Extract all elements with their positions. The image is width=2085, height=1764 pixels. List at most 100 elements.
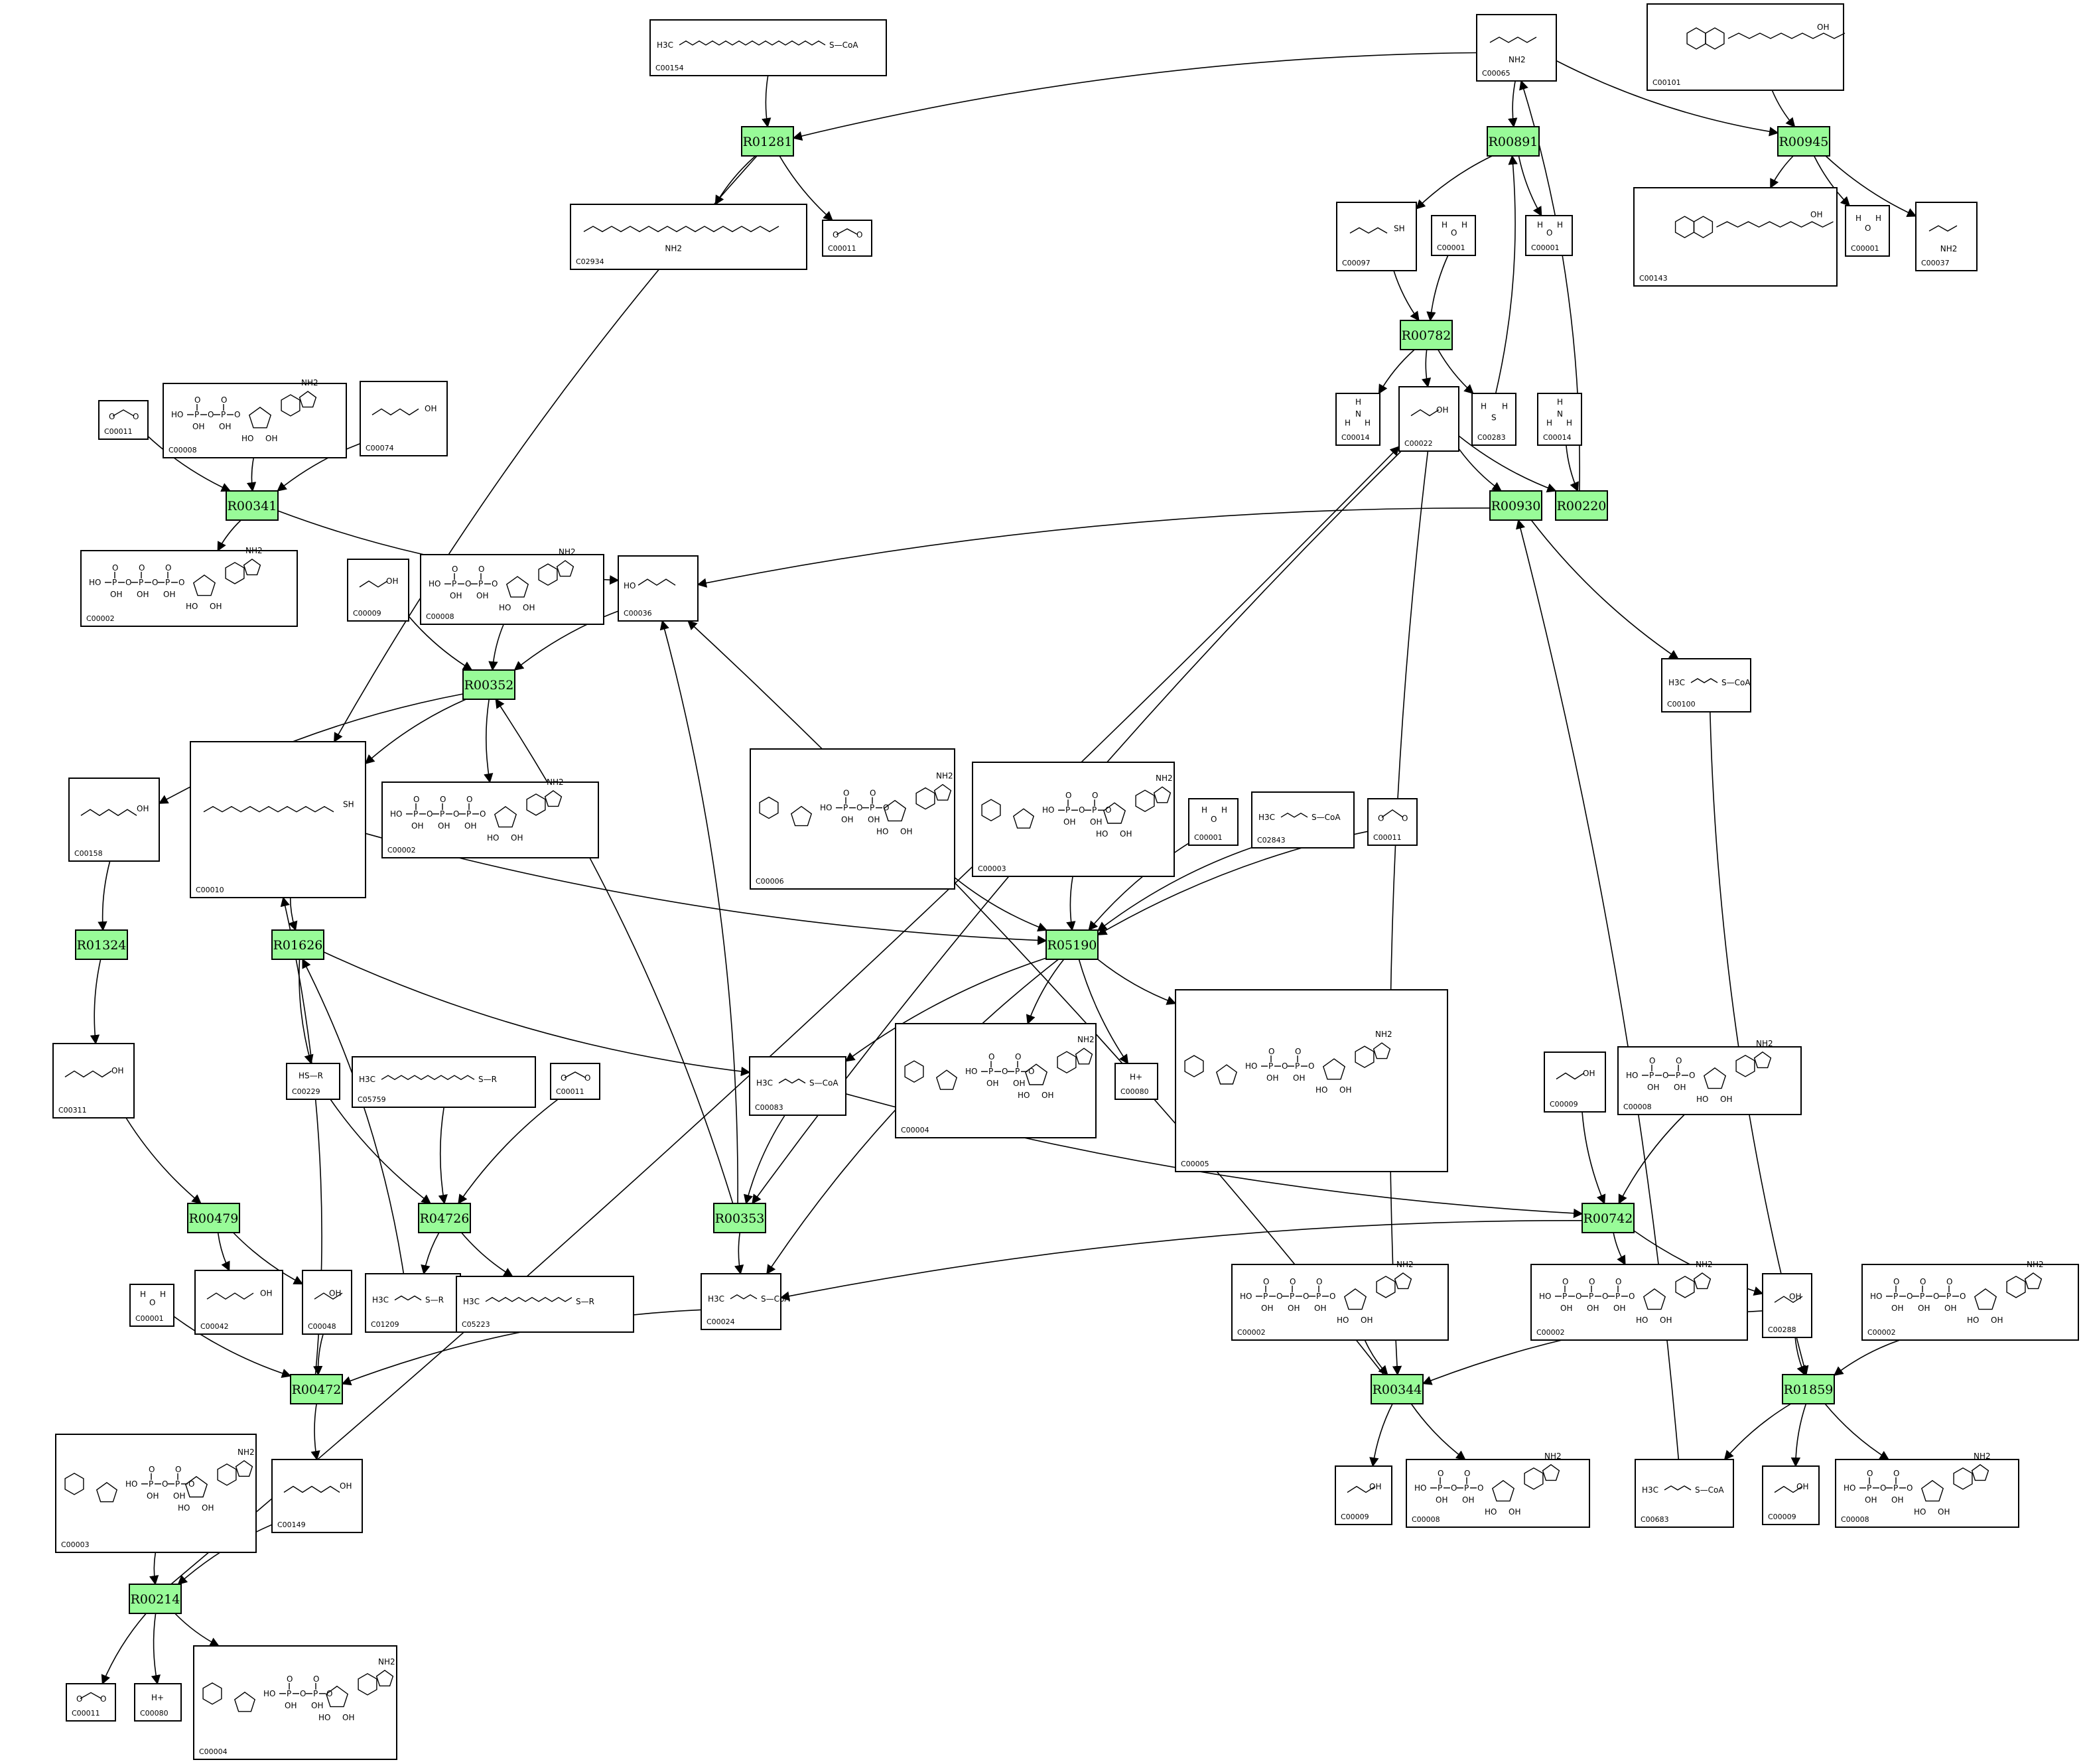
svg-text:OH: OH (1462, 1495, 1474, 1505)
reaction-node-r00742[interactable]: R00742 (1581, 1203, 1635, 1233)
svg-text:OH: OH (1509, 1507, 1520, 1517)
svg-text:P: P (1946, 1292, 1951, 1301)
reaction-node-r00472[interactable]: R00472 (290, 1374, 343, 1404)
reaction-node-r00479[interactable]: R00479 (187, 1203, 240, 1233)
reaction-node-r00214[interactable]: R00214 (129, 1584, 182, 1614)
reaction-id-label: R05190 (1047, 938, 1097, 953)
edge-r00341-to-c00002a (217, 519, 241, 552)
reaction-node-r00930[interactable]: R00930 (1489, 490, 1542, 521)
compound-node-c00080[interactable]: H+C00080 (1114, 1063, 1158, 1100)
edge-c00003a-to-r05190 (1066, 876, 1076, 931)
svg-text:O: O (1065, 791, 1071, 800)
reaction-node-r00341[interactable]: R00341 (226, 490, 279, 521)
reaction-node-r01324[interactable]: R01324 (75, 929, 128, 960)
reaction-node-r05190[interactable]: R05190 (1045, 929, 1099, 960)
svg-text:OH: OH (1339, 1085, 1351, 1095)
reaction-node-r01859[interactable]: R01859 (1782, 1374, 1835, 1404)
reaction-node-r00353[interactable]: R00353 (713, 1203, 766, 1233)
reaction-node-r01626[interactable]: R01626 (271, 929, 324, 960)
reaction-node-r00891[interactable]: R00891 (1487, 126, 1540, 157)
compound-id-label: C00042 (200, 1322, 229, 1331)
reaction-node-r01281[interactable]: R01281 (741, 126, 794, 157)
svg-text:HO: HO (1626, 1071, 1638, 1080)
svg-text:O: O (1576, 1292, 1581, 1301)
svg-text:H: H (1502, 401, 1508, 411)
edges-layer (90, 52, 1917, 1685)
edge-c00229-to-r04726 (330, 1099, 432, 1204)
reaction-node-r00352[interactable]: R00352 (462, 669, 515, 700)
reaction-node-r00945[interactable]: R00945 (1777, 126, 1830, 157)
reaction-node-r00782[interactable]: R00782 (1400, 320, 1453, 350)
svg-text:O: O (1865, 224, 1871, 233)
reaction-node-r00344[interactable]: R00344 (1371, 1374, 1424, 1404)
compound-id-label: C00009 (353, 609, 381, 618)
edge-r01324-to-c00311 (90, 959, 101, 1045)
reaction-node-r04726[interactable]: R04726 (418, 1203, 471, 1233)
edge-c00083-to-r00353 (744, 1115, 785, 1205)
compound-node-c00080[interactable]: H+C00080 (134, 1683, 182, 1722)
svg-text:HO: HO (318, 1713, 330, 1722)
reaction-node-r00220[interactable]: R00220 (1555, 490, 1608, 521)
svg-text:H: H (1557, 220, 1563, 230)
